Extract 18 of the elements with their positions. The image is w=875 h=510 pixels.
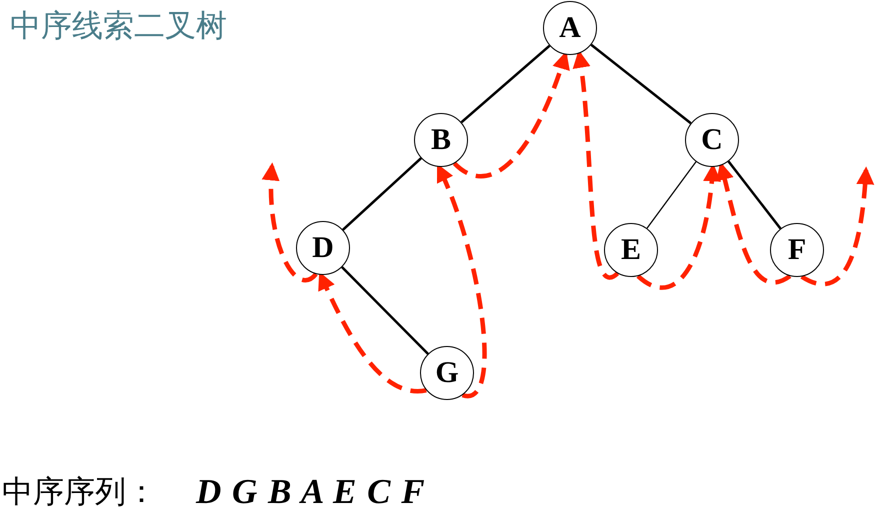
title: 中序线索二叉树 [10, 10, 227, 41]
tree-edge [342, 157, 422, 231]
thread-arrow [800, 166, 874, 286]
tree-node: D [296, 221, 350, 275]
tree-edge [646, 161, 696, 229]
tree-node: C [685, 113, 739, 167]
thread-arrow [262, 162, 318, 282]
tree-node: B [414, 113, 468, 167]
tree-node: E [604, 223, 658, 277]
tree-edge [728, 160, 782, 230]
tree-edge [460, 44, 550, 124]
sequence-value: D G B A E C F [196, 474, 425, 509]
tree-edge [341, 266, 429, 355]
sequence-label: 中序序列： [2, 476, 157, 507]
tree-node: G [420, 346, 474, 400]
tree-node: A [543, 1, 597, 55]
tree-node: F [770, 223, 824, 277]
tree-edge [590, 44, 692, 124]
